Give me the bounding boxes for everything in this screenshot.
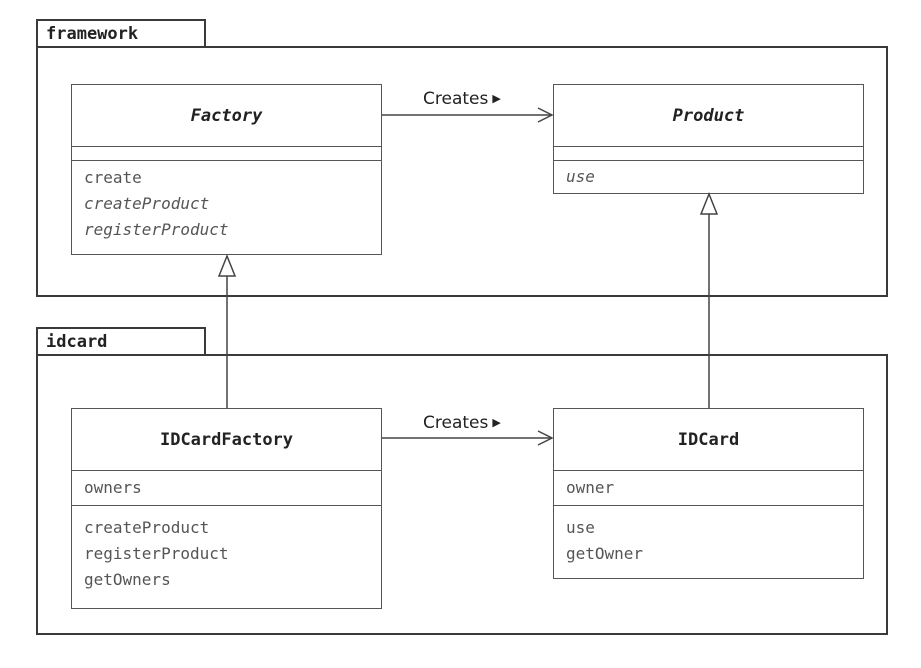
operation-create: create — [84, 168, 142, 187]
direction-triangle-icon: ▶ — [492, 92, 501, 105]
class-operations-factory: create createProduct registerProduct — [72, 161, 381, 247]
direction-triangle-icon: ▶ — [492, 416, 501, 429]
association-label-bottom-text: Creates — [423, 413, 489, 433]
class-operations-product: use — [554, 161, 863, 194]
operation-use: use — [566, 167, 595, 186]
class-name-product: Product — [554, 85, 863, 147]
package-tab-framework: framework — [36, 19, 206, 47]
generalization-idcardfactory-factory — [217, 253, 237, 408]
association-label-top-text: Creates — [423, 89, 489, 109]
operation-createProduct: createProduct — [84, 194, 210, 213]
class-operations-idcard: use getOwner — [554, 506, 863, 571]
class-product: Product use — [553, 84, 864, 194]
class-attributes-idcard: owner — [554, 471, 863, 506]
class-attributes-idcardfactory: owners — [72, 471, 381, 506]
class-idcard: IDCard owner use getOwner — [553, 408, 864, 579]
attribute-owner: owner — [566, 478, 615, 497]
association-label-bottom: Creates▶ — [423, 413, 501, 433]
class-name-idcardfactory: IDCardFactory — [72, 409, 381, 471]
package-name-framework: framework — [46, 24, 139, 44]
operation-use: use — [566, 518, 595, 537]
package-name-idcard: idcard — [46, 332, 108, 352]
attribute-owners: owners — [84, 478, 142, 497]
class-name-factory: Factory — [72, 85, 381, 147]
class-factory: Factory create createProduct registerPro… — [71, 84, 382, 255]
class-operations-idcardfactory: createProduct registerProduct getOwners — [72, 506, 381, 597]
operation-getOwners: getOwners — [84, 570, 171, 589]
association-label-top: Creates▶ — [423, 89, 501, 109]
association-factory-creates-product — [382, 107, 554, 123]
package-tab-idcard: idcard — [36, 327, 206, 355]
class-idcardfactory: IDCardFactory owners createProduct regis… — [71, 408, 382, 609]
generalization-idcard-product — [699, 191, 719, 408]
operation-registerProduct: registerProduct — [84, 544, 229, 563]
operation-createProduct: createProduct — [84, 518, 210, 537]
class-attributes-factory — [72, 147, 381, 161]
operation-registerProduct: registerProduct — [84, 220, 229, 239]
class-name-idcard: IDCard — [554, 409, 863, 471]
association-idcardfactory-creates-idcard — [382, 430, 554, 446]
class-attributes-product — [554, 147, 863, 161]
operation-getOwner: getOwner — [566, 544, 644, 563]
